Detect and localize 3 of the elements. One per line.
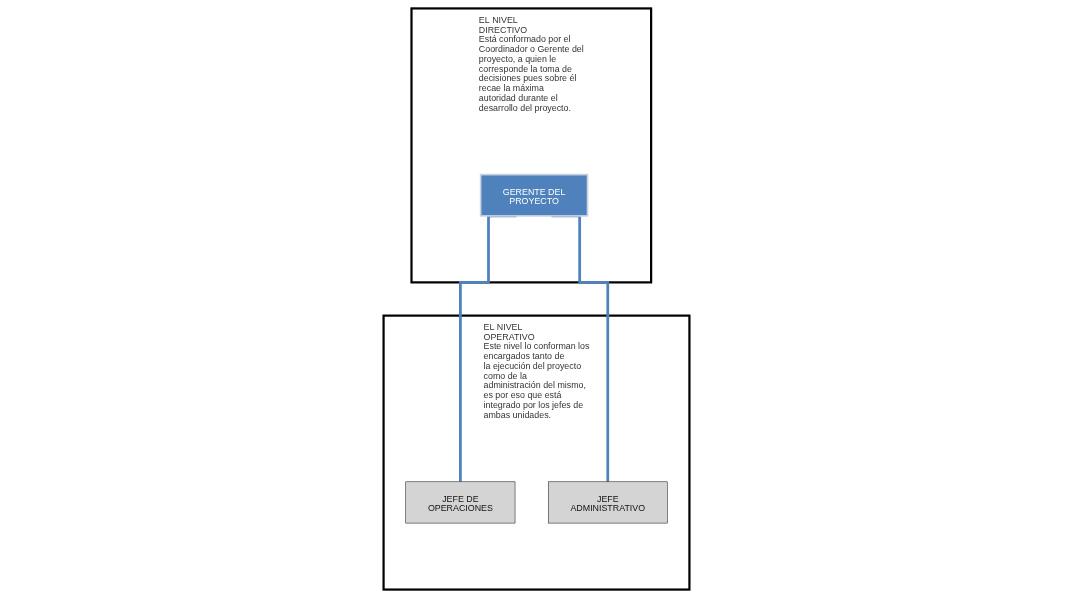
node-box: GERENTE DEL PROYECTO	[479, 173, 589, 217]
node-box: JEFE DE OPERACIONES	[405, 481, 516, 524]
node-box: JEFE ADMINISTRATIVO	[548, 481, 668, 524]
